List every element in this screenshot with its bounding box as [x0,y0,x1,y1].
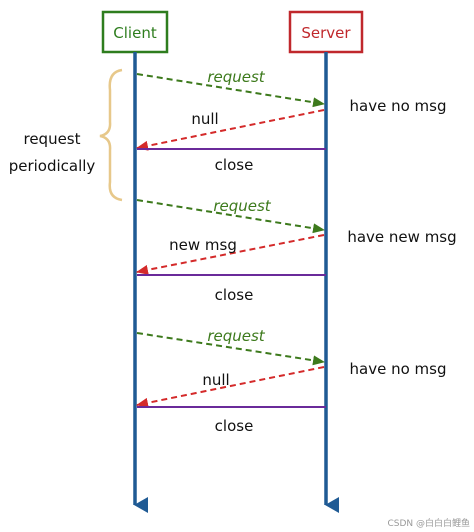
server-label: Server [301,24,351,42]
response-arrow [136,234,325,275]
request-label: request [213,197,271,215]
response-label: null [202,371,229,389]
request-arrow [136,332,325,366]
close-label: close [215,156,254,174]
client-label: Client [113,24,157,42]
response-label: null [191,110,218,128]
request-label: request [207,68,265,86]
server-note: have no msg [350,97,447,115]
response-arrow [136,109,325,151]
request-label: request [207,327,265,345]
request-arrow [136,73,325,108]
response-arrow [136,366,325,408]
watermark: CSDN @白白白鲤鱼 [387,517,470,529]
periodic-brace [99,68,123,202]
server-participant: Server [288,10,364,54]
response-label: new msg [169,236,237,254]
close-label: close [215,417,254,435]
client-participant: Client [101,10,169,54]
close-label: close [215,286,254,304]
periodic-note-line2: periodically [9,157,96,175]
round-3: request null have no msg close [136,327,447,435]
round-1: request null have no msg close [136,68,447,174]
round-2: request new msg have new msg close [136,197,457,304]
request-arrow [136,199,325,234]
server-note: have no msg [350,360,447,378]
periodic-note-line1: request [23,130,80,148]
server-note: have new msg [347,228,456,246]
